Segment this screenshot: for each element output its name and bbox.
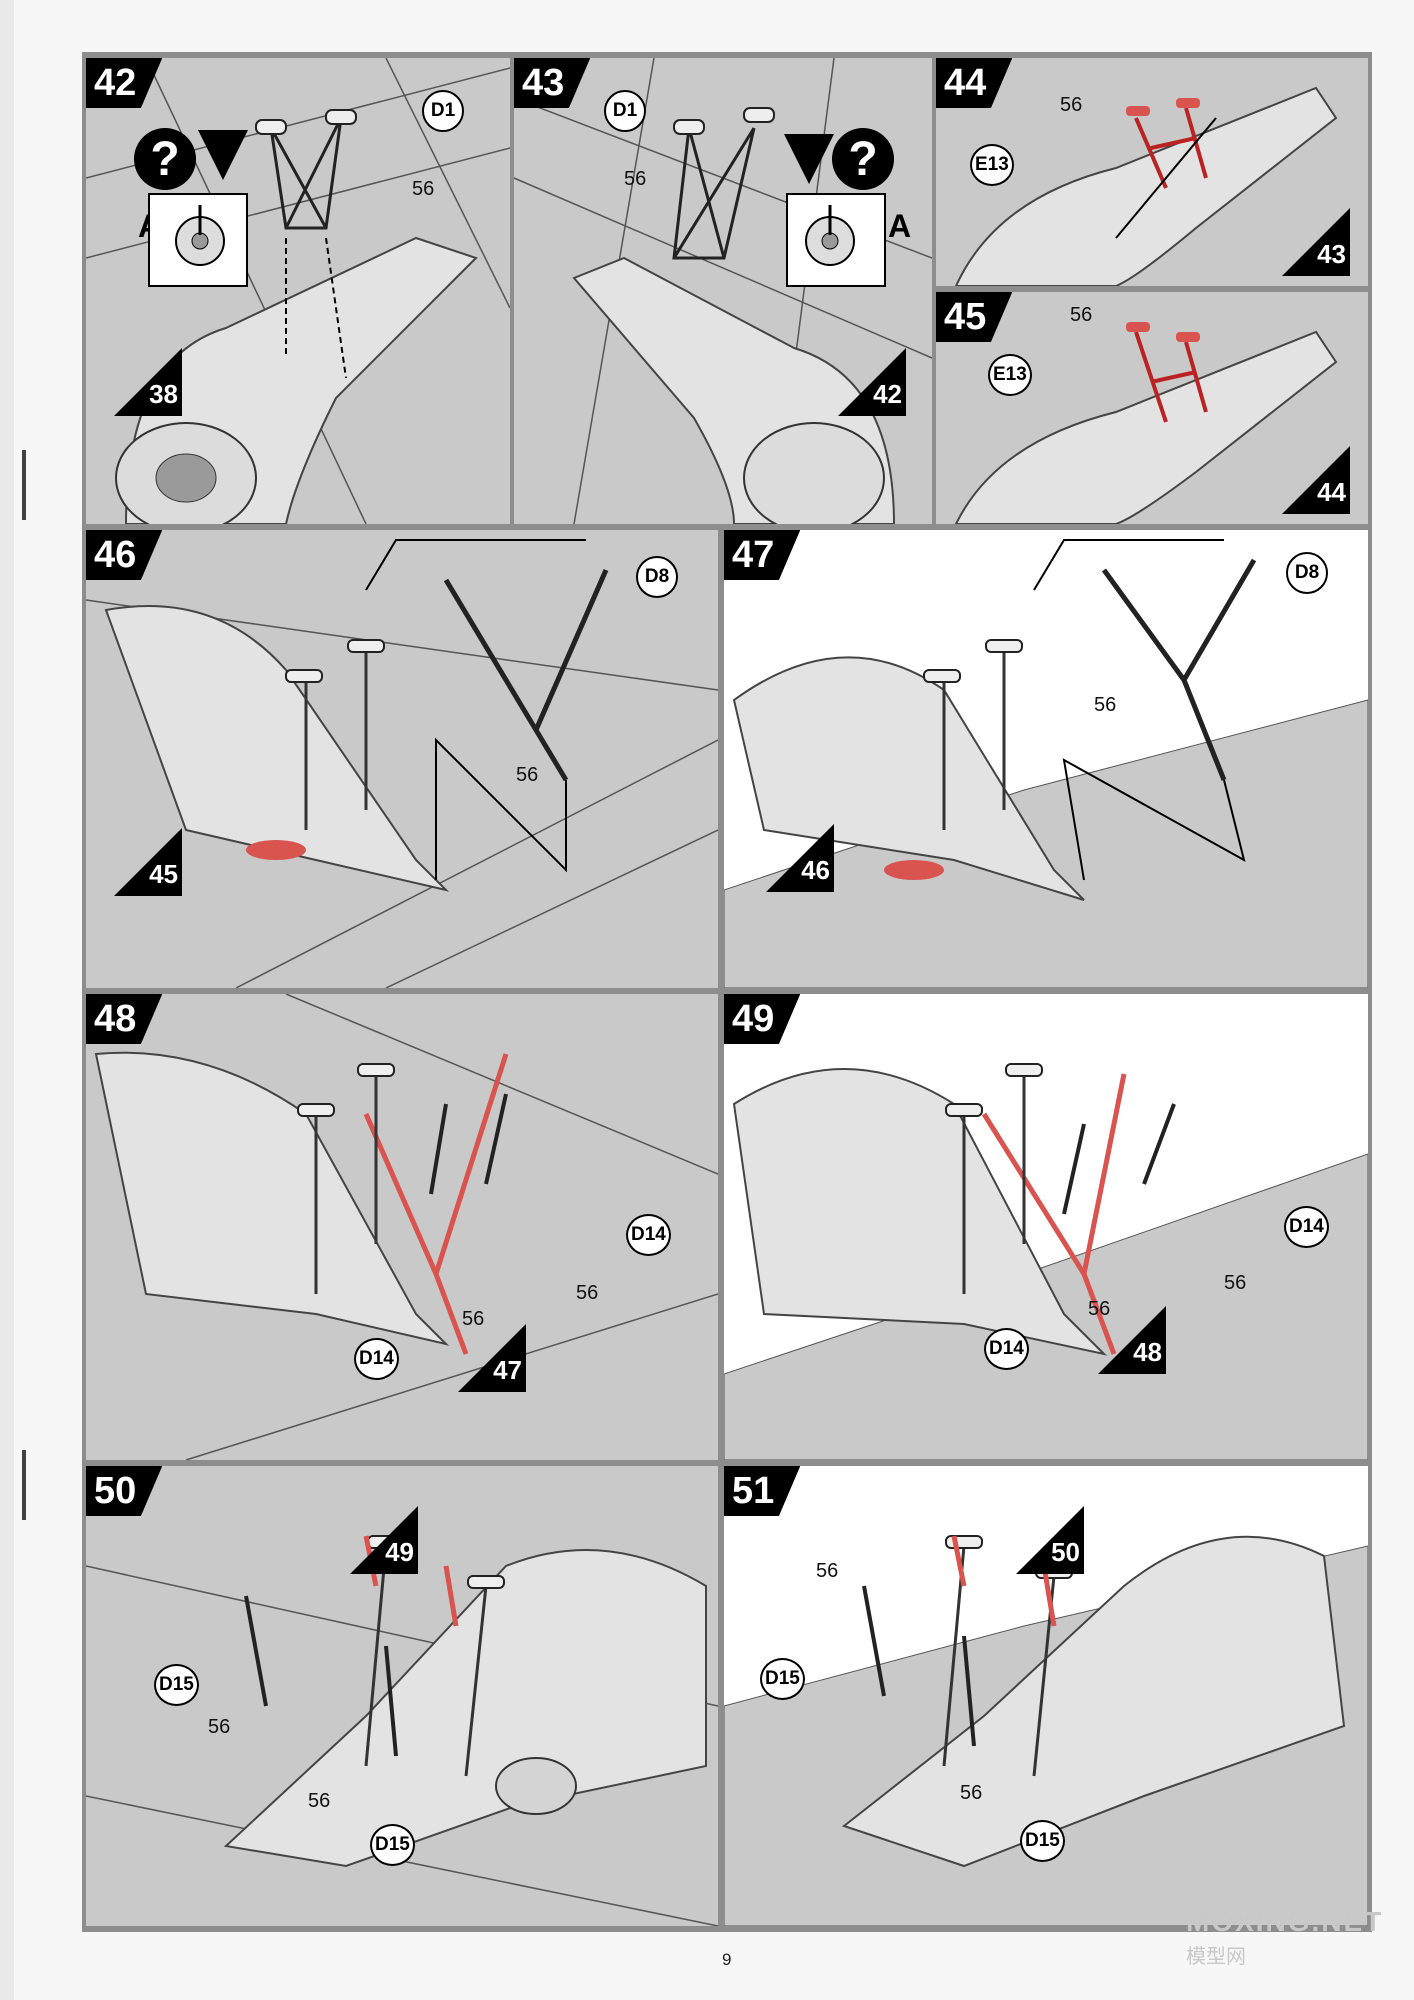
- previous-step-ref: 48: [1098, 1306, 1166, 1374]
- step-42-illustration: [86, 58, 510, 524]
- step-45-panel: 45 56 E13 44: [936, 292, 1368, 524]
- step-50-illustration: [86, 1535, 718, 1926]
- part-callout-d14: D14: [354, 1338, 399, 1380]
- step-47-illustration: [724, 530, 1368, 988]
- binder-mark: [22, 1450, 26, 1520]
- previous-step-ref: 49: [350, 1506, 418, 1574]
- previous-step-ref: 38: [114, 348, 182, 416]
- part-callout-d1: D1: [604, 90, 646, 132]
- part-callout-d8: D8: [636, 556, 678, 598]
- previous-step-ref: 45: [114, 828, 182, 896]
- part-callout-d14: D14: [626, 1214, 671, 1256]
- previous-step-ref: 42: [838, 348, 906, 416]
- part-number-56: 56: [208, 1716, 231, 1738]
- part-callout-d8: D8: [1286, 552, 1328, 594]
- part-number-56: 56: [960, 1782, 983, 1804]
- step-49-illustration: [724, 994, 1368, 1460]
- binder-edge: [0, 0, 14, 2000]
- wheel-icon: [175, 205, 225, 266]
- step-51-panel: 51 56 D15 56 D15 50: [724, 1466, 1368, 1926]
- part-callout-d15: D15: [154, 1664, 199, 1706]
- binder-mark: [22, 450, 26, 520]
- part-callout-e13: E13: [970, 144, 1014, 186]
- previous-step-ref: 50: [1016, 1506, 1084, 1574]
- step-48-illustration: [94, 994, 718, 1460]
- part-number-56: 56: [308, 1790, 331, 1812]
- step-47-panel: 47 D8 56 46: [724, 530, 1368, 988]
- part-number-56: 56: [576, 1282, 599, 1304]
- part-number-56: 56: [1088, 1298, 1111, 1320]
- step-42-panel: 42 ? A D1 56 38: [86, 58, 510, 524]
- down-arrow-icon: [198, 130, 248, 180]
- part-callout-d15: D15: [1020, 1820, 1065, 1862]
- step-number: 46: [86, 530, 163, 580]
- step-45-illustration: [954, 322, 1338, 524]
- previous-step-ref: 46: [766, 824, 834, 892]
- watermark-subtitle: 模型网: [1186, 1946, 1246, 1968]
- part-callout-d15: D15: [760, 1658, 805, 1700]
- step-48-panel: 48 D14 D14 56 56 47: [86, 994, 718, 1460]
- previous-step-ref: 43: [1282, 208, 1350, 276]
- instruction-sheet: 42 ? A D1 56 38 43 D1 56 ?: [82, 52, 1372, 1932]
- step-46-illustration: [86, 539, 718, 988]
- part-number-56: 56: [816, 1560, 839, 1582]
- wheel-inset: [148, 193, 248, 287]
- step-44-illustration: [954, 86, 1338, 286]
- step-46-panel: 46 D8 56 45: [86, 530, 718, 988]
- part-number-56: 56: [1070, 304, 1093, 326]
- part-callout-d1: D1: [422, 90, 464, 132]
- step-49-panel: 49 D14 D14 56 56 48: [724, 994, 1368, 1460]
- step-50-panel: 50 D15 D15 56 56 49: [86, 1466, 718, 1926]
- wheel-inset: [786, 193, 886, 287]
- part-number-56: 56: [412, 178, 435, 200]
- part-callout-d14: D14: [1284, 1206, 1329, 1248]
- part-callout-d15: D15: [370, 1824, 415, 1866]
- part-number-56: 56: [462, 1308, 485, 1330]
- part-callout-d14: D14: [984, 1328, 1029, 1370]
- part-number-56: 56: [624, 168, 647, 190]
- previous-step-ref: 44: [1282, 446, 1350, 514]
- step-44-panel: 44 56 E13 43: [936, 58, 1368, 286]
- watermark: MOXING.NET: [1186, 1906, 1384, 1937]
- inset-label: A: [888, 208, 912, 244]
- wheel-icon: [805, 205, 855, 266]
- part-callout-e13: E13: [988, 354, 1032, 396]
- page-number: 9: [722, 1950, 732, 1969]
- part-number-56: 56: [1060, 94, 1083, 116]
- part-number-56: 56: [516, 764, 539, 786]
- question-mark-icon: ?: [832, 128, 894, 190]
- part-number-56: 56: [1094, 694, 1117, 716]
- step-43-panel: 43 D1 56 ? A 42: [514, 58, 932, 524]
- question-mark-icon: ?: [134, 128, 196, 190]
- step-43-illustration: [514, 58, 932, 524]
- down-arrow-icon: [784, 134, 834, 184]
- part-number-56: 56: [1224, 1272, 1247, 1294]
- previous-step-ref: 47: [458, 1324, 526, 1392]
